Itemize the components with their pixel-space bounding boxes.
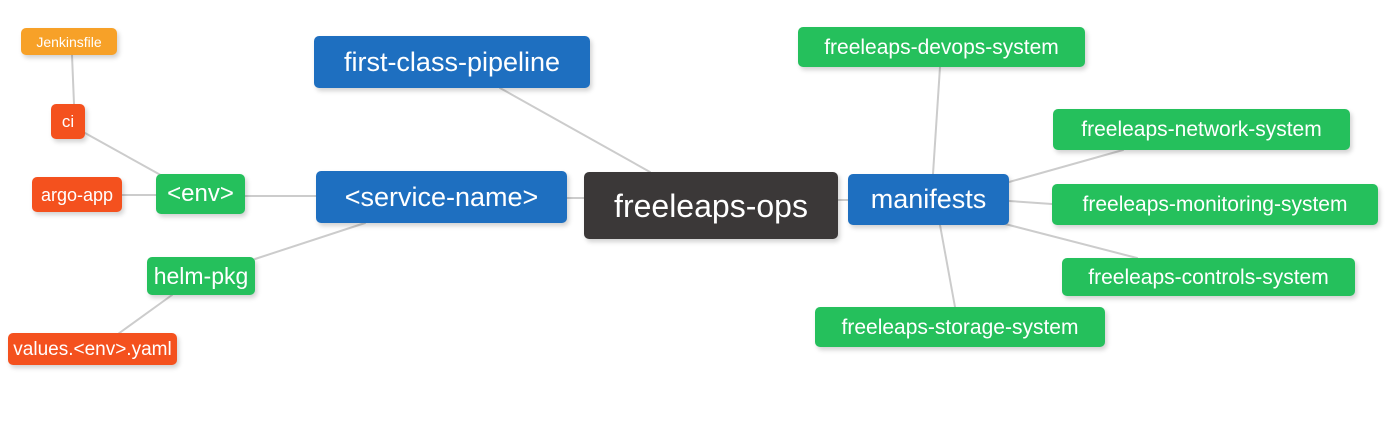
node-freeleaps-devops-system[interactable]: freeleaps-devops-system <box>798 27 1085 67</box>
edge-manifests-devops <box>932 66 941 175</box>
edge-ci-env <box>84 132 167 179</box>
edge-pipeline-ops <box>499 87 651 173</box>
edge-manifests-monitoring <box>1008 200 1053 205</box>
node-first-class-pipeline[interactable]: first-class-pipeline <box>314 36 590 88</box>
node-argo-app[interactable]: argo-app <box>32 177 122 212</box>
edge-manifests-storage <box>939 224 956 308</box>
node-freeleaps-monitoring-system[interactable]: freeleaps-monitoring-system <box>1052 184 1378 225</box>
edge-jenkinsfile-ci <box>71 54 75 105</box>
node-jenkinsfile[interactable]: Jenkinsfile <box>21 28 117 55</box>
node-helm-pkg[interactable]: helm-pkg <box>147 257 255 295</box>
node-ci[interactable]: ci <box>51 104 85 139</box>
edge-manifests-network <box>1008 149 1124 183</box>
edge-helmpkg-values <box>117 294 173 335</box>
node-freeleaps-storage-system[interactable]: freeleaps-storage-system <box>815 307 1105 347</box>
node-freeleaps-controls-system[interactable]: freeleaps-controls-system <box>1062 258 1355 296</box>
node-freeleaps-ops[interactable]: freeleaps-ops <box>584 172 838 239</box>
node-manifests[interactable]: manifests <box>848 174 1009 225</box>
node-freeleaps-network-system[interactable]: freeleaps-network-system <box>1053 109 1350 150</box>
edge-manifests-controls <box>1004 223 1138 259</box>
edge-servicename-helmpkg <box>254 222 366 260</box>
node-env[interactable]: <env> <box>156 174 245 214</box>
node-values-env-yaml[interactable]: values.<env>.yaml <box>8 333 177 365</box>
node-service-name[interactable]: <service-name> <box>316 171 567 223</box>
